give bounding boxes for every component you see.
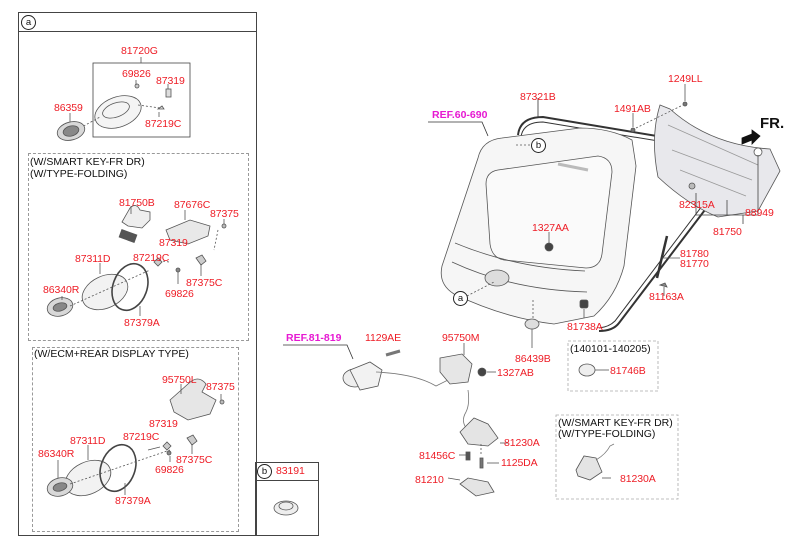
part-label-69826-b[interactable]: 69826 bbox=[165, 288, 194, 300]
camera-95750l-drawing bbox=[169, 378, 217, 421]
part-label-87375[interactable]: 87375 bbox=[210, 208, 239, 220]
reference-link-81-819[interactable]: REF.81-819 bbox=[286, 332, 342, 344]
bracket-87676c-drawing bbox=[165, 219, 211, 245]
panel-b-marker: b bbox=[257, 464, 272, 479]
part-label-83191[interactable]: 83191 bbox=[276, 465, 305, 477]
smart-key-latch-caption-1: (W/SMART KEY-FR DR) bbox=[558, 417, 673, 429]
smart-key-group-box bbox=[28, 153, 249, 341]
panel-a-header-divider bbox=[18, 31, 256, 32]
latch-81230a-smart-drawing bbox=[575, 455, 603, 481]
part-label-81750[interactable]: 81750 bbox=[713, 226, 742, 238]
part-label-1327aa[interactable]: 1327AA bbox=[532, 222, 569, 234]
part-label-87676c[interactable]: 87676C bbox=[174, 199, 211, 211]
part-label-1491ab[interactable]: 1491AB bbox=[614, 103, 651, 115]
part-label-95750l[interactable]: 95750L bbox=[162, 374, 197, 386]
part-label-88949[interactable]: 88949 bbox=[745, 207, 774, 219]
part-label-81780[interactable]: 81780 bbox=[680, 248, 709, 260]
part-label-81746b[interactable]: 81746B bbox=[610, 365, 646, 377]
housing-87311d-drawing bbox=[81, 273, 129, 311]
part-label-87321b[interactable]: 87321B bbox=[520, 91, 556, 103]
part-label-81210[interactable]: 81210 bbox=[415, 474, 444, 486]
part-label-86439b[interactable]: 86439B bbox=[515, 353, 551, 365]
seal-ring-87379a-drawing bbox=[111, 262, 149, 312]
part-label-1125da[interactable]: 1125DA bbox=[501, 457, 538, 469]
part-label-87375-c[interactable]: 87375 bbox=[206, 381, 235, 393]
part-label-81230a-smart[interactable]: 81230A bbox=[620, 473, 656, 485]
gas-lifter-drawing bbox=[655, 235, 669, 279]
part-label-81163a[interactable]: 81163A bbox=[649, 291, 684, 303]
seal-ring-87379a-ecm-drawing bbox=[99, 443, 137, 493]
callout-a-marker: a bbox=[453, 291, 468, 306]
part-label-87319-c[interactable]: 87319 bbox=[149, 418, 178, 430]
part-label-81750b[interactable]: 81750B bbox=[119, 197, 155, 209]
callout-b-marker: b bbox=[531, 138, 546, 153]
part-label-69826-c[interactable]: 69826 bbox=[155, 464, 184, 476]
part-label-1327ab[interactable]: 1327AB bbox=[497, 367, 534, 379]
date-range-caption: (140101-140205) bbox=[570, 343, 651, 355]
part-label-87219c[interactable]: 87219C bbox=[145, 118, 182, 130]
smart-key-caption-2: (W/TYPE-FOLDING) bbox=[30, 168, 128, 180]
part-label-81230a[interactable]: 81230A bbox=[504, 437, 540, 449]
smart-key-latch-caption-2: (W/TYPE-FOLDING) bbox=[558, 428, 656, 440]
part-label-87219c-b[interactable]: 87219C bbox=[133, 252, 170, 264]
part-label-87379a[interactable]: 87379A bbox=[124, 317, 160, 329]
front-arrow-icon bbox=[741, 129, 761, 145]
part-label-69826[interactable]: 69826 bbox=[122, 68, 151, 80]
part-label-86340r[interactable]: 86340R bbox=[43, 284, 80, 296]
part-label-87319-b[interactable]: 87319 bbox=[159, 237, 188, 249]
part-label-81720g[interactable]: 81720G bbox=[121, 45, 158, 57]
striker-81210-drawing bbox=[459, 477, 495, 497]
emblem-housing-drawing bbox=[94, 95, 142, 129]
part-label-87319[interactable]: 87319 bbox=[156, 75, 185, 87]
reference-link-60-690[interactable]: REF.60-690 bbox=[432, 109, 488, 121]
part-label-95750m[interactable]: 95750M bbox=[442, 332, 480, 344]
part-label-87219c-c[interactable]: 87219C bbox=[123, 431, 160, 443]
latch-81230a-drawing bbox=[459, 417, 499, 447]
grommet-83191-drawing bbox=[273, 500, 299, 516]
part-label-87379a-c[interactable]: 87379A bbox=[115, 495, 151, 507]
camera-95750m-drawing bbox=[439, 353, 473, 385]
part-label-87311d-c[interactable]: 87311D bbox=[70, 435, 106, 447]
panel-a-marker: a bbox=[21, 15, 36, 30]
part-label-81770[interactable]: 81770 bbox=[680, 258, 709, 270]
part-label-82315a[interactable]: 82315A bbox=[679, 199, 715, 211]
ecm-group-box bbox=[32, 347, 239, 532]
emblem-group-box bbox=[92, 62, 191, 138]
panel-b-frame bbox=[255, 462, 319, 536]
front-direction-label: FR. bbox=[760, 115, 785, 132]
part-label-1129ae[interactable]: 1129AE bbox=[365, 332, 401, 344]
part-label-87311d[interactable]: 87311D bbox=[75, 253, 111, 265]
part-label-86359[interactable]: 86359 bbox=[54, 102, 83, 114]
panel-b-header-divider bbox=[255, 480, 318, 481]
ecm-caption: (W/ECM+REAR DISPLAY TYPE) bbox=[34, 348, 189, 360]
part-label-87375c[interactable]: 87375C bbox=[186, 277, 223, 289]
part-label-86340r-c[interactable]: 86340R bbox=[38, 448, 75, 460]
smart-key-caption-1: (W/SMART KEY-FR DR) bbox=[30, 156, 145, 168]
part-label-81738a[interactable]: 81738A bbox=[567, 321, 603, 333]
part-label-81456c[interactable]: 81456C bbox=[419, 450, 456, 462]
panel-a-frame bbox=[18, 12, 257, 536]
part-label-1249ll[interactable]: 1249LL bbox=[668, 73, 703, 85]
part-label-87375c-c[interactable]: 87375C bbox=[176, 454, 213, 466]
